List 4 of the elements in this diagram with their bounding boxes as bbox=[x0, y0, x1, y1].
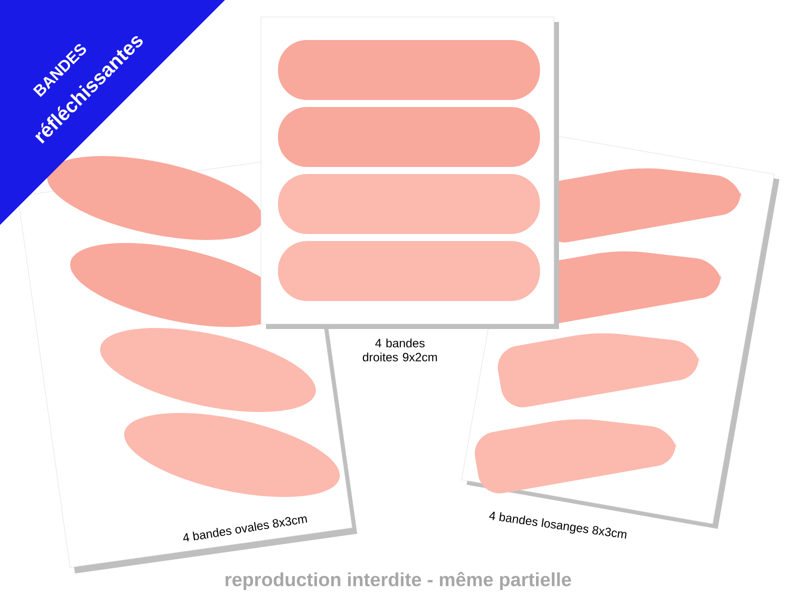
caption: 4 bandes droites 9x2cm bbox=[362, 338, 437, 362]
caption: 4 bandes ovales 8x3cm bbox=[183, 516, 308, 542]
caption: 4 bandes losanges 8x3cm bbox=[489, 512, 626, 539]
notice: reproduction interdite - même partielle bbox=[226, 572, 572, 590]
